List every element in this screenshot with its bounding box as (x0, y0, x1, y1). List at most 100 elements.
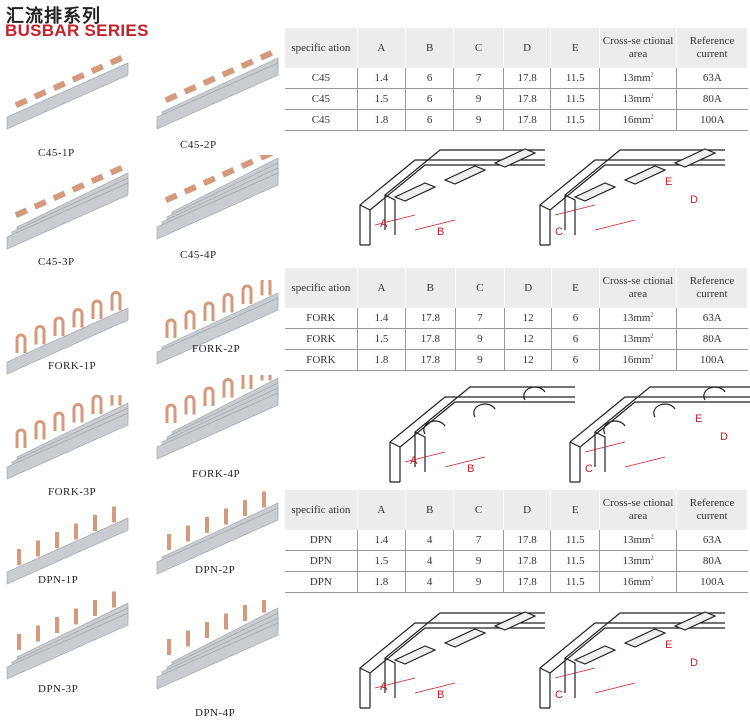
busbar-drawing (156, 600, 279, 690)
busbar-drawing (6, 165, 129, 250)
product-image (155, 600, 280, 700)
table-cell: 1.5 (356, 328, 406, 350)
table-cell: 1.8 (356, 571, 406, 593)
dimension-diagram: AB (389, 386, 575, 483)
busbar-drawing (6, 395, 129, 480)
product-label: FORK-4P (192, 468, 241, 480)
table-cell: 11.5 (550, 571, 600, 593)
table-cell: 80A (676, 88, 748, 110)
table-cell: 7 (453, 530, 504, 551)
table-cell: 80A (676, 550, 748, 572)
table-cell: DPN (285, 550, 358, 572)
table-cell: 100A (676, 571, 748, 593)
column-header: D (504, 268, 553, 308)
table-cell: 1.5 (356, 550, 406, 572)
table-cell: 12 (504, 308, 552, 329)
dimension-diagram: CED (539, 611, 725, 709)
dimension-label: E (695, 413, 702, 425)
product-label: DPN-2P (195, 564, 236, 576)
table-cell: 17.8 (502, 550, 551, 572)
product-image (155, 280, 280, 370)
table-cell: 17.8 (502, 68, 551, 89)
title-english: BUSBAR SERIES (5, 21, 149, 40)
table-cell: 13mm2 (599, 550, 677, 572)
column-header: specific ation (285, 28, 358, 68)
dimension-diagram: AB (359, 611, 545, 709)
table-cell: 13mm2 (599, 88, 677, 110)
busbar-drawing (156, 280, 279, 365)
product-image (155, 45, 280, 135)
table-cell: 17.8 (405, 349, 456, 371)
table-cell: 16mm2 (598, 349, 677, 371)
table-cell: 4 (404, 550, 454, 572)
dimension-label: A (380, 218, 388, 230)
busbar-drawing (156, 50, 279, 130)
dimension-label: C (585, 463, 593, 475)
column-header: B (405, 268, 456, 308)
product-label: DPN-1P (38, 574, 79, 586)
table-cell: 17.8 (502, 109, 551, 131)
table-cell: FORK (285, 328, 358, 350)
table-cell: 4 (404, 571, 454, 593)
product-image (5, 165, 130, 255)
product-image (5, 395, 130, 485)
table-cell: 63A (676, 530, 748, 551)
table-cell: 1.4 (356, 308, 406, 329)
column-header: A (357, 268, 407, 308)
title-chinese: 汇流排系列 (6, 6, 101, 27)
table-cell: 7 (454, 308, 505, 329)
product-label: C45-1P (38, 147, 75, 159)
dimension-diagram: CED (539, 148, 725, 246)
column-header: Reference current (676, 268, 748, 308)
product-label: FORK-2P (192, 343, 241, 355)
table-cell: C45 (285, 68, 358, 89)
table-cell: 100A (676, 349, 748, 371)
dimension-label: B (437, 226, 444, 238)
column-header: D (503, 490, 552, 530)
table-cell: 9 (453, 109, 504, 131)
table-cell: 17.8 (405, 328, 456, 350)
table-cell: 6 (551, 308, 600, 329)
table-cell: FORK (285, 349, 358, 371)
table-cell: 100A (676, 109, 748, 131)
table-cell: 16mm2 (599, 109, 677, 131)
product-image (5, 590, 130, 690)
dimension-label: A (380, 681, 388, 693)
table-cell: 13mm2 (598, 308, 677, 329)
product-label: C45-3P (38, 256, 75, 268)
column-header: D (503, 28, 552, 68)
dimension-label: B (437, 689, 444, 701)
table-cell: 63A (676, 68, 748, 89)
table-cell: 6 (404, 68, 454, 89)
dimension-label: E (665, 176, 672, 188)
busbar-drawing (6, 591, 129, 680)
table-cell: 11.5 (550, 530, 600, 551)
dimension-label: E (665, 639, 672, 651)
table-cell: 11.5 (550, 68, 600, 89)
table-cell: 1.5 (356, 88, 406, 110)
column-header: specific ation (285, 268, 358, 308)
product-label: DPN-3P (38, 683, 79, 695)
product-label: C45-2P (180, 139, 217, 151)
table-cell: 9 (453, 550, 504, 572)
table-cell: 17.8 (405, 308, 456, 329)
column-header: specific ation (285, 490, 358, 530)
table-cell: 9 (454, 349, 505, 371)
product-label: FORK-3P (48, 486, 97, 498)
table-cell: 1.4 (356, 530, 406, 551)
column-header: A (357, 28, 406, 68)
column-header: E (550, 490, 601, 530)
column-header: C (453, 28, 504, 68)
column-header: A (357, 490, 406, 530)
table-cell: 1.8 (356, 349, 406, 371)
column-header: Cross-se ctional area (599, 28, 678, 68)
table-cell: DPN (285, 530, 358, 551)
product-image (155, 375, 280, 465)
